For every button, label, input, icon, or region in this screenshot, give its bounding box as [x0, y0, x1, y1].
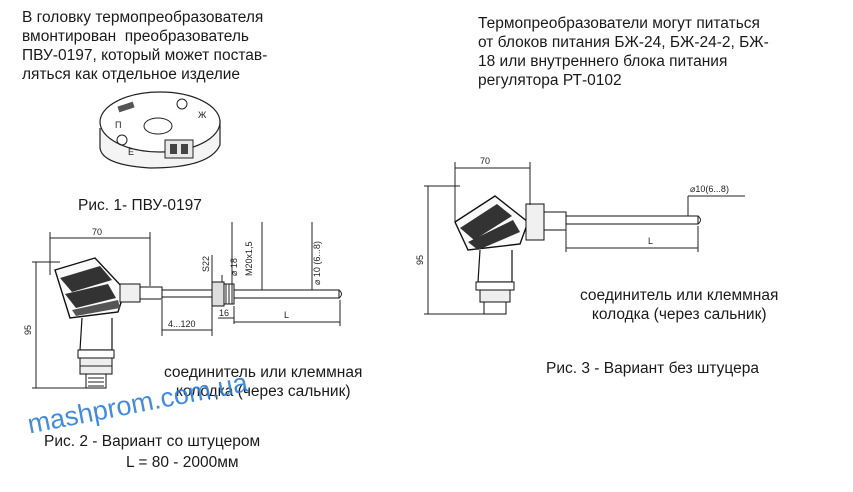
- fig3-dim-d10: ⌀10(6...8): [690, 184, 729, 194]
- intro-text-right: Термопреобразователи могут питаться от б…: [478, 15, 769, 89]
- fig1-letter-p: П: [115, 120, 121, 130]
- fig2-dim-s22: S22: [201, 256, 211, 272]
- fig2-dim-d18: ⌀ 18: [229, 258, 239, 276]
- fig3-dimensions: 70 95 ⌀10(6...8) L: [415, 156, 745, 315]
- fig2-sensor: [54, 257, 342, 389]
- caption-fig2: Рис. 2 - Вариант со штуцером: [44, 433, 261, 450]
- fig3-dim-L: L: [648, 236, 653, 246]
- intro-text-left: В головку термопреобразователя вмонтиров…: [22, 9, 268, 83]
- fig2-dim-d10: ⌀ 10 (6...8): [312, 241, 322, 285]
- fig2-dim-width: 70: [92, 227, 102, 237]
- fig2-dimensions: 70 95 S22 ⌀ 18 M20x1,5 ⌀ 10 (6...8) 4...…: [23, 222, 341, 389]
- caption-fig3: Рис. 3 - Вариант без штуцера: [546, 360, 759, 377]
- fig3-sensor: [454, 195, 701, 315]
- fig2-dim-16: 16: [219, 308, 229, 318]
- fig3-dim-height: 95: [415, 255, 425, 265]
- fig3-dim-width: 70: [480, 156, 490, 166]
- fig2-dim-height: 95: [23, 325, 33, 335]
- connector-note-right: соединитель или клеммная колодка (через …: [580, 287, 779, 323]
- fig1-letter-e: Е: [128, 147, 134, 157]
- pvu-0197-module: П Е Ж: [99, 91, 221, 169]
- fig2-dim-len-range: 4...120: [168, 319, 196, 329]
- fig2-dim-L: L: [284, 310, 289, 320]
- caption-fig1: Рис. 1- ПВУ-0197: [78, 197, 202, 214]
- caption-fig2-length: L = 80 - 2000мм: [126, 454, 239, 471]
- fig1-letter-zh: Ж: [198, 110, 207, 120]
- connector-note-left: соединитель или клеммная колодка (через …: [164, 364, 363, 400]
- fig2-dim-thread: M20x1,5: [244, 241, 254, 276]
